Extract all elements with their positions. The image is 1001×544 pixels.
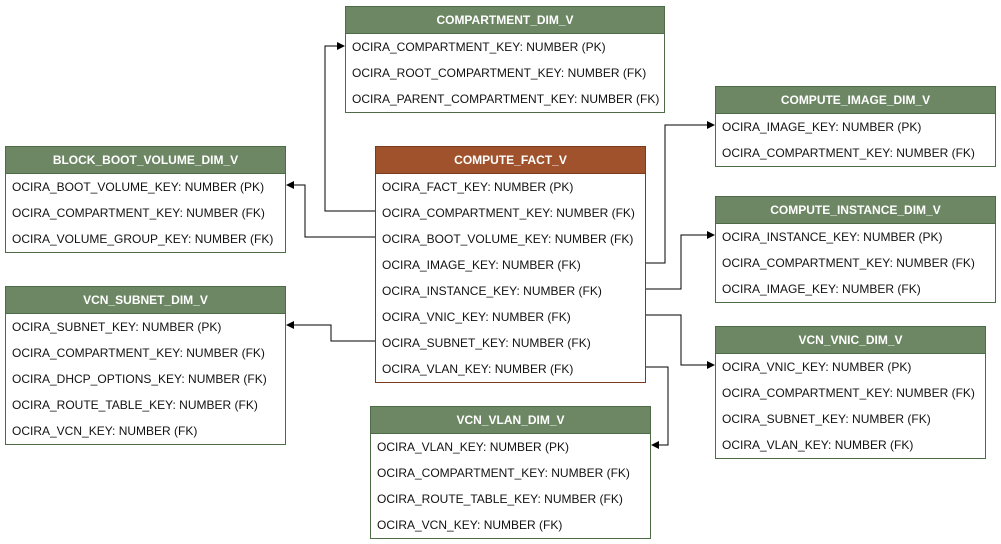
entity-header: BLOCK_BOOT_VOLUME_DIM_V <box>6 147 285 174</box>
entity-header: COMPUTE_FACT_V <box>376 147 645 174</box>
attribute-row: OCIRA_COMPARTMENT_KEY: NUMBER (FK) <box>722 386 975 400</box>
entity-compute-instance-dim-v[interactable]: COMPUTE_INSTANCE_DIM_V OCIRA_INSTANCE_KE… <box>715 196 996 303</box>
attribute-row: OCIRA_BOOT_VOLUME_KEY: NUMBER (FK) <box>382 232 634 246</box>
attribute-row: OCIRA_COMPARTMENT_KEY: NUMBER (FK) <box>382 206 635 220</box>
attribute-row: OCIRA_VCN_KEY: NUMBER (FK) <box>12 424 198 438</box>
connector-fact-to-compute-instance <box>646 231 715 290</box>
entity-compute-fact-v[interactable]: COMPUTE_FACT_V OCIRA_FACT_KEY: NUMBER (P… <box>375 146 646 383</box>
attribute-row: OCIRA_IMAGE_KEY: NUMBER (PK) <box>722 120 922 134</box>
attribute-row: OCIRA_INSTANCE_KEY: NUMBER (FK) <box>382 284 602 298</box>
entity-header: VCN_SUBNET_DIM_V <box>6 287 285 314</box>
entity-vcn-vlan-dim-v[interactable]: VCN_VLAN_DIM_V OCIRA_VLAN_KEY: NUMBER (P… <box>370 406 651 539</box>
attribute-row: OCIRA_FACT_KEY: NUMBER (PK) <box>382 180 574 194</box>
attribute-row: OCIRA_VOLUME_GROUP_KEY: NUMBER (FK) <box>12 232 274 246</box>
attribute-row: OCIRA_ROUTE_TABLE_KEY: NUMBER (FK) <box>12 398 258 412</box>
attribute-row: OCIRA_ROUTE_TABLE_KEY: NUMBER (FK) <box>377 492 623 506</box>
connector-fact-to-vcn-subnet <box>286 321 376 342</box>
attribute-row: OCIRA_INSTANCE_KEY: NUMBER (PK) <box>722 230 943 244</box>
connector-fact-to-vcn-vnic <box>646 314 715 369</box>
connector-fact-to-compartment <box>324 42 376 212</box>
attribute-row: OCIRA_SUBNET_KEY: NUMBER (PK) <box>12 320 222 334</box>
entity-rows: OCIRA_IMAGE_KEY: NUMBER (PK) OCIRA_COMPAR… <box>716 114 995 166</box>
entity-header: COMPUTE_IMAGE_DIM_V <box>716 87 995 114</box>
entity-rows: OCIRA_COMPARTMENT_KEY: NUMBER (PK) OCIRA_… <box>346 34 664 112</box>
attribute-row: OCIRA_VNIC_KEY: NUMBER (FK) <box>382 310 571 324</box>
attribute-row: OCIRA_PARENT_COMPARTMENT_KEY: NUMBER (FK… <box>352 92 660 106</box>
connector-fact-to-vcn-vlan <box>646 366 669 449</box>
entity-rows: OCIRA_SUBNET_KEY: NUMBER (PK) OCIRA_COMPA… <box>6 314 285 444</box>
entity-header: COMPUTE_INSTANCE_DIM_V <box>716 197 995 224</box>
attribute-row: OCIRA_SUBNET_KEY: NUMBER (FK) <box>382 336 591 350</box>
attribute-row: OCIRA_VLAN_KEY: NUMBER (FK) <box>382 362 574 376</box>
attribute-row: OCIRA_COMPARTMENT_KEY: NUMBER (FK) <box>722 256 975 270</box>
attribute-row: OCIRA_IMAGE_KEY: NUMBER (FK) <box>382 258 581 272</box>
entity-block-boot-volume-dim-v[interactable]: BLOCK_BOOT_VOLUME_DIM_V OCIRA_BOOT_VOLUM… <box>5 146 286 253</box>
attribute-row: OCIRA_COMPARTMENT_KEY: NUMBER (FK) <box>377 466 630 480</box>
attribute-row: OCIRA_VLAN_KEY: NUMBER (FK) <box>722 438 914 452</box>
entity-rows: OCIRA_BOOT_VOLUME_KEY: NUMBER (PK) OCIRA_… <box>6 174 285 252</box>
entity-rows: OCIRA_FACT_KEY: NUMBER (PK) OCIRA_COMPART… <box>376 174 645 382</box>
attribute-row: OCIRA_COMPARTMENT_KEY: NUMBER (FK) <box>12 206 265 220</box>
connector-fact-to-block-boot-volume <box>286 181 376 238</box>
connector-fact-to-compute-image <box>646 121 715 264</box>
entity-header: VCN_VLAN_DIM_V <box>371 407 650 434</box>
entity-rows: OCIRA_VLAN_KEY: NUMBER (PK) OCIRA_COMPART… <box>371 434 650 538</box>
attribute-row: OCIRA_COMPARTMENT_KEY: NUMBER (FK) <box>722 146 975 160</box>
entity-compartment-dim-v[interactable]: COMPARTMENT_DIM_V OCIRA_COMPARTMENT_KEY:… <box>345 6 665 113</box>
entity-header: VCN_VNIC_DIM_V <box>716 327 985 354</box>
attribute-row: OCIRA_VCN_KEY: NUMBER (FK) <box>377 518 563 532</box>
attribute-row: OCIRA_VLAN_KEY: NUMBER (PK) <box>377 440 570 454</box>
entity-rows: OCIRA_VNIC_KEY: NUMBER (PK) OCIRA_COMPART… <box>716 354 985 458</box>
entity-rows: OCIRA_INSTANCE_KEY: NUMBER (PK) OCIRA_COM… <box>716 224 995 302</box>
attribute-row: OCIRA_ROOT_COMPARTMENT_KEY: NUMBER (FK) <box>352 66 647 80</box>
entity-vcn-vnic-dim-v[interactable]: VCN_VNIC_DIM_V OCIRA_VNIC_KEY: NUMBER (P… <box>715 326 986 459</box>
entity-vcn-subnet-dim-v[interactable]: VCN_SUBNET_DIM_V OCIRA_SUBNET_KEY: NUMBE… <box>5 286 286 445</box>
attribute-row: OCIRA_DHCP_OPTIONS_KEY: NUMBER (FK) <box>12 372 267 386</box>
attribute-row: OCIRA_BOOT_VOLUME_KEY: NUMBER (PK) <box>12 180 265 194</box>
attribute-row: OCIRA_VNIC_KEY: NUMBER (PK) <box>722 360 912 374</box>
attribute-row: OCIRA_COMPARTMENT_KEY: NUMBER (PK) <box>352 40 606 54</box>
entity-header: COMPARTMENT_DIM_V <box>346 7 664 34</box>
attribute-row: OCIRA_IMAGE_KEY: NUMBER (FK) <box>722 282 921 296</box>
attribute-row: OCIRA_SUBNET_KEY: NUMBER (FK) <box>722 412 931 426</box>
attribute-row: OCIRA_COMPARTMENT_KEY: NUMBER (FK) <box>12 346 265 360</box>
entity-compute-image-dim-v[interactable]: COMPUTE_IMAGE_DIM_V OCIRA_IMAGE_KEY: NUM… <box>715 86 996 167</box>
